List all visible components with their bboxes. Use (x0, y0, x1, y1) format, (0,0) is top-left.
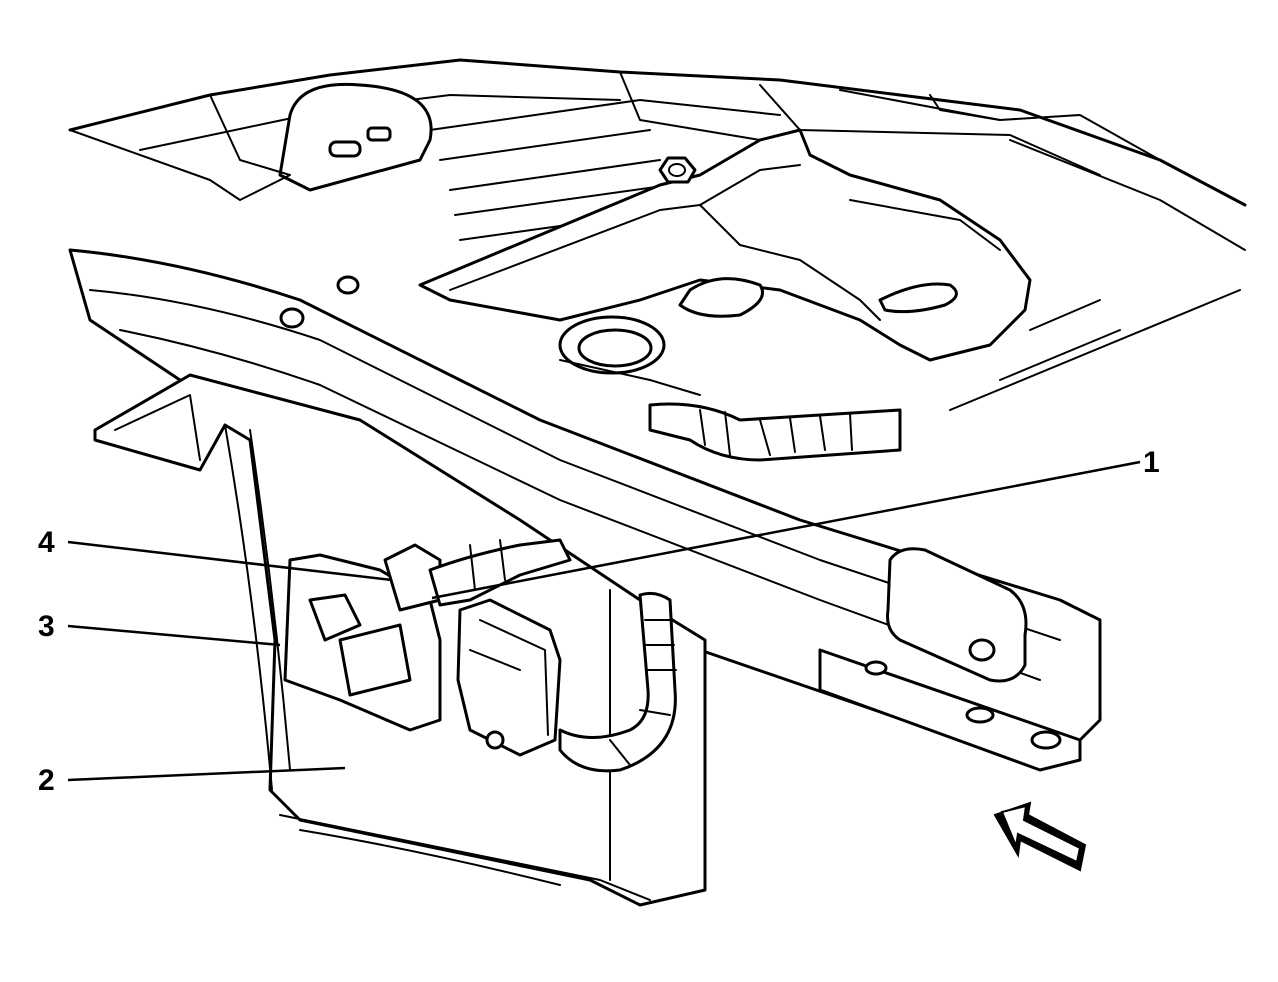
callout-1: 1 (1143, 446, 1160, 479)
callout-2: 2 (38, 764, 55, 797)
leader-line-4 (67, 540, 393, 582)
floor-bracket-left (69, 82, 433, 201)
cross-member (418, 128, 1032, 396)
view-direction-arrow-icon (993, 801, 1087, 872)
wiring-harness-upper (648, 402, 902, 462)
leader-lines (67, 460, 1141, 782)
leader-line-3 (67, 624, 281, 647)
callout-3: 3 (38, 610, 55, 643)
callout-4: 4 (38, 526, 55, 559)
fastener-bolt (658, 156, 697, 184)
wiring-harness-lower (558, 591, 677, 773)
floor-pan (68, 58, 1247, 411)
leader-line-1 (431, 460, 1141, 600)
leader-line-2 (67, 766, 346, 782)
module-connectors (283, 538, 572, 757)
frame-rail (68, 248, 1102, 772)
